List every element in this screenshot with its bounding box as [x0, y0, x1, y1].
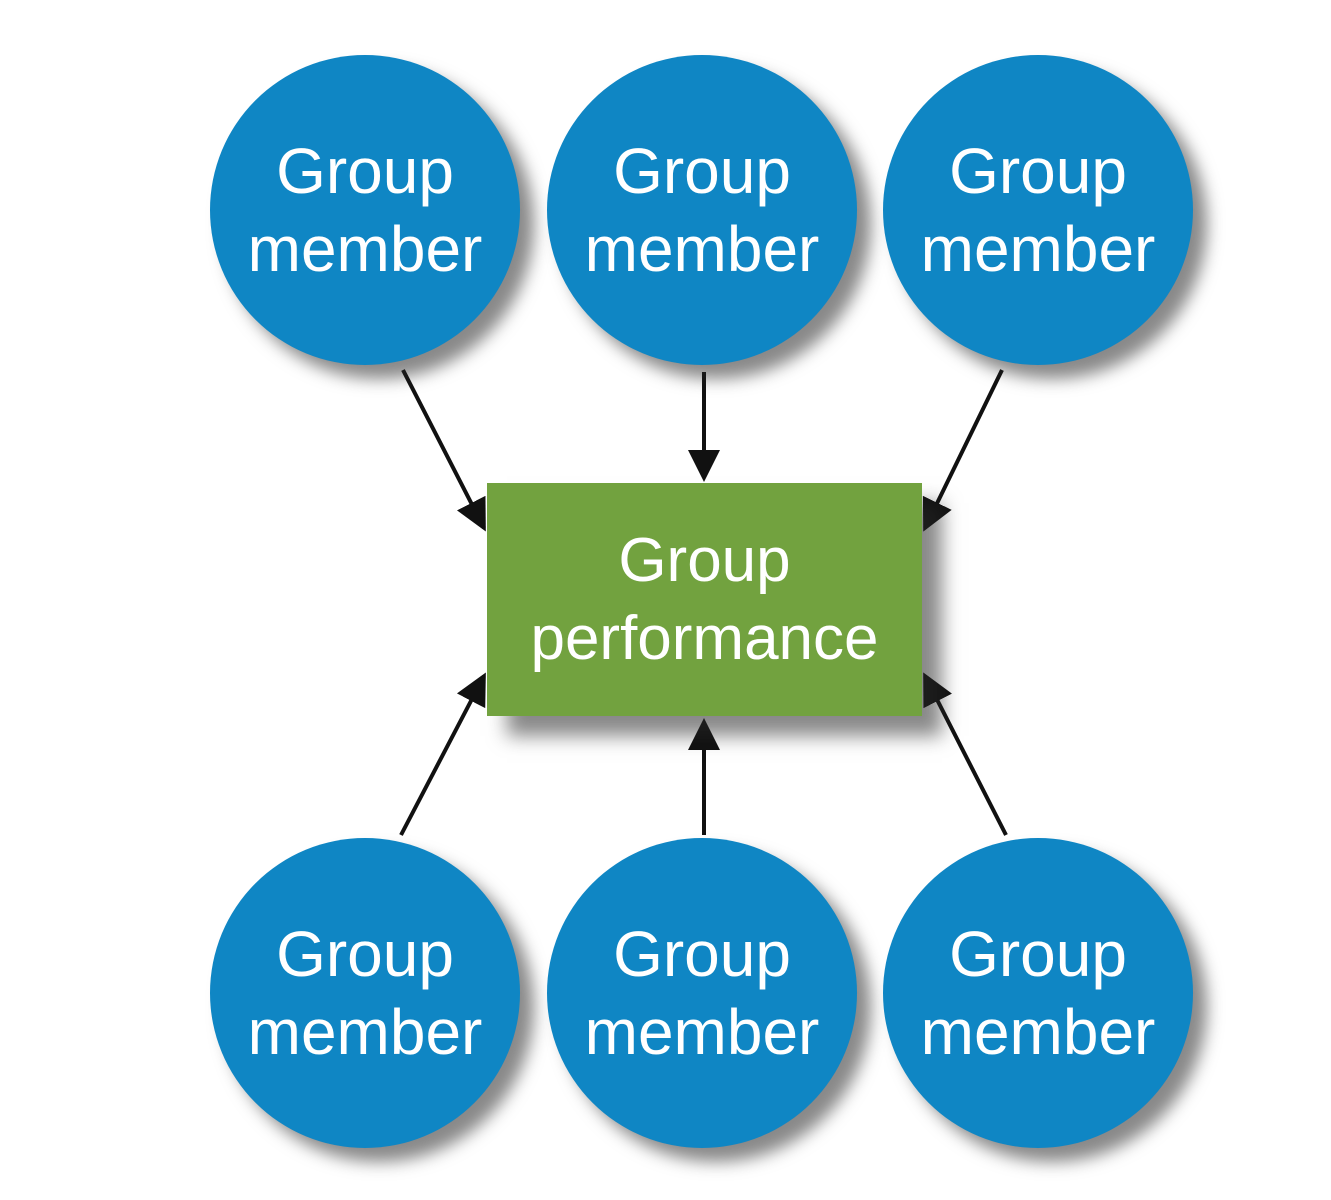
member-label-line2: member: [920, 996, 1156, 1068]
group-member-node-6: Group member: [883, 838, 1193, 1148]
member-label-line1: Group: [613, 135, 791, 207]
arrow-member-1-to-performance: [401, 369, 486, 532]
arrow-member-3-to-performance: [922, 369, 1004, 532]
member-label-line1: Group: [613, 918, 791, 990]
member-label-line1: Group: [949, 135, 1127, 207]
group-performance-node: Group performance: [487, 483, 922, 716]
group-member-node-1: Group member: [210, 55, 520, 365]
member-label-line1: Group: [276, 135, 454, 207]
member-label-line2: member: [920, 213, 1156, 285]
arrow-member-4-to-performance: [399, 672, 486, 836]
member-label-line2: member: [247, 213, 483, 285]
group-member-node-5: Group member: [547, 838, 857, 1148]
member-label-line1: Group: [276, 918, 454, 990]
performance-label-line2: performance: [530, 603, 879, 673]
member-label-line1: Group: [949, 918, 1127, 990]
group-member-node-2: Group member: [547, 55, 857, 365]
member-label-line2: member: [584, 996, 820, 1068]
member-label-line2: member: [247, 996, 483, 1068]
member-label-line2: member: [584, 213, 820, 285]
group-member-node-4: Group member: [210, 838, 520, 1148]
group-member-node-3: Group member: [883, 55, 1193, 365]
arrow-member-6-to-performance: [923, 672, 1008, 836]
performance-label-line1: Group: [618, 525, 791, 595]
